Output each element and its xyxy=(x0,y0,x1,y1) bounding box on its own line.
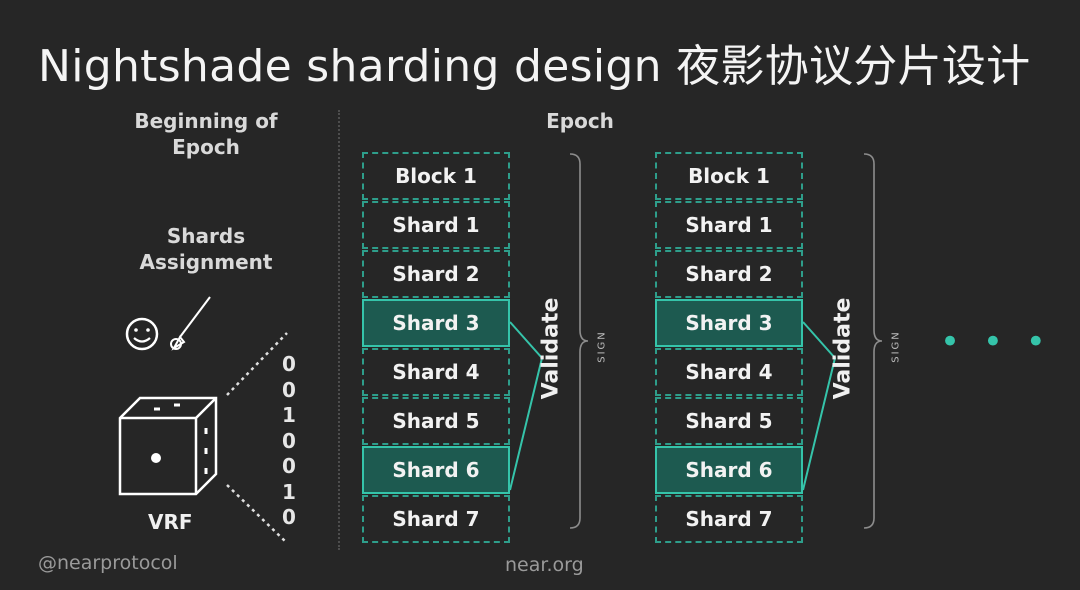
shard-cell: Shard 1 xyxy=(362,201,510,249)
assignment-line1: Shards xyxy=(166,224,246,248)
epoch-column-2: Block 1 Shard 1 Shard 2 Shard 3 Shard 4 … xyxy=(655,152,803,544)
sign-label-1: SIGN xyxy=(596,330,608,363)
block-cell: Block 1 xyxy=(655,152,803,200)
shard-cell: Shard 1 xyxy=(655,201,803,249)
brace-2 xyxy=(863,153,883,529)
pen-icon xyxy=(170,296,211,351)
vrf-output-lines xyxy=(226,332,288,544)
page-title: Nightshade sharding design 夜影协议分片设计 xyxy=(38,41,1031,92)
shard-cell: Shard 2 xyxy=(655,250,803,298)
shard-cell: Shard 5 xyxy=(362,397,510,445)
assignment-line2: Assignment xyxy=(139,250,273,274)
brace-1 xyxy=(569,153,589,529)
validate-label-1: Validate xyxy=(538,297,564,400)
vrf-bit: 1 xyxy=(282,403,296,427)
vrf-bit: 0 xyxy=(282,505,296,529)
shard-cell-highlighted: Shard 6 xyxy=(655,446,803,494)
shard-cell: Shard 5 xyxy=(655,397,803,445)
shard-cell: Shard 2 xyxy=(362,250,510,298)
shard-cell: Shard 7 xyxy=(655,495,803,543)
vrf-bit: 0 xyxy=(282,454,296,478)
dice-icon xyxy=(118,396,218,496)
shard-cell-highlighted: Shard 6 xyxy=(362,446,510,494)
shard-cell: Shard 4 xyxy=(362,348,510,396)
vrf-bit: 0 xyxy=(282,428,296,453)
validate-connector-1 xyxy=(509,321,544,491)
shard-cell-highlighted: Shard 3 xyxy=(362,299,510,347)
shard-cell: Shard 4 xyxy=(655,348,803,396)
smiley-icon xyxy=(125,317,159,351)
validate-connector-2 xyxy=(802,321,837,491)
beginning-label-line1: Beginning of xyxy=(134,109,278,133)
shard-cell: Shard 7 xyxy=(362,495,510,543)
vrf-bit: 0 xyxy=(282,377,296,402)
block-cell: Block 1 xyxy=(362,152,510,200)
epoch-label: Epoch xyxy=(546,109,614,133)
footer-site: near.org xyxy=(505,554,584,576)
beginning-label-line2: Epoch xyxy=(172,135,240,159)
vrf-label: VRF xyxy=(148,510,193,534)
footer-handle: @nearprotocol xyxy=(38,552,178,574)
vrf-bit: 1 xyxy=(282,479,296,504)
shards-assignment-label: Shards Assignment xyxy=(118,223,294,275)
shard-cell-highlighted: Shard 3 xyxy=(655,299,803,347)
epoch-column-1: Block 1 Shard 1 Shard 2 Shard 3 Shard 4 … xyxy=(362,152,510,544)
section-divider xyxy=(338,110,340,550)
validate-label-2: Validate xyxy=(830,297,856,400)
vrf-bit: 0 xyxy=(282,352,296,376)
beginning-of-epoch-label: Beginning of Epoch xyxy=(118,108,294,160)
continuation-dots: • • • xyxy=(940,322,1052,362)
vrf-bits: 0 0 1 0 0 1 0 xyxy=(279,352,299,531)
sign-label-2: SIGN xyxy=(890,330,902,363)
